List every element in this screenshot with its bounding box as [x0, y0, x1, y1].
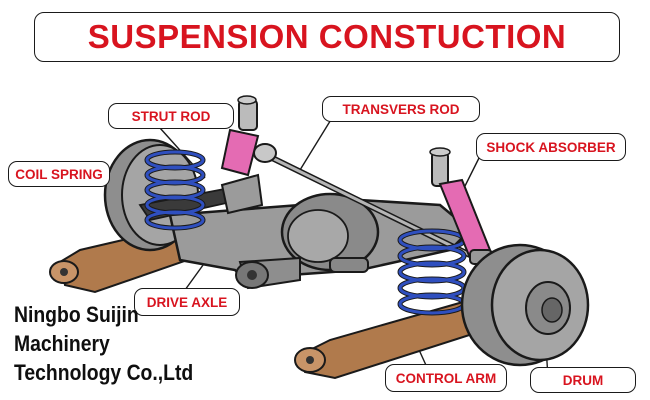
label-control-arm: CONTROL ARM — [385, 364, 507, 392]
watermark-line-3: Technology Co.,Ltd — [14, 360, 194, 385]
label-drum: DRUM — [530, 367, 636, 393]
company-watermark: Ningbo Suijin Machinery Technology Co.,L… — [14, 300, 218, 387]
watermark-line-2: Machinery — [14, 331, 110, 356]
label-strut-rod: STRUT ROD — [108, 103, 234, 129]
label-shock-absorber: SHOCK ABSORBER — [476, 133, 626, 161]
page-title: SUSPENSION CONSTUCTION — [87, 18, 567, 55]
left-shock-absorber — [220, 95, 260, 177]
left-coil-spring — [144, 149, 206, 231]
watermark-line-1: Ningbo Suijin — [14, 302, 139, 327]
transvers-rod — [253, 143, 472, 258]
right-drum — [460, 243, 590, 367]
label-transvers-rod: TRANSVERS ROD — [322, 96, 480, 122]
drive-axle-housing — [168, 192, 472, 290]
right-shock-absorber — [429, 147, 493, 265]
strut-rod — [138, 173, 264, 222]
label-drive-axle: DRIVE AXLE — [134, 288, 240, 316]
title-banner: SUSPENSION CONSTUCTION — [34, 12, 620, 62]
label-coil-spring: COIL SPRING — [8, 161, 110, 187]
